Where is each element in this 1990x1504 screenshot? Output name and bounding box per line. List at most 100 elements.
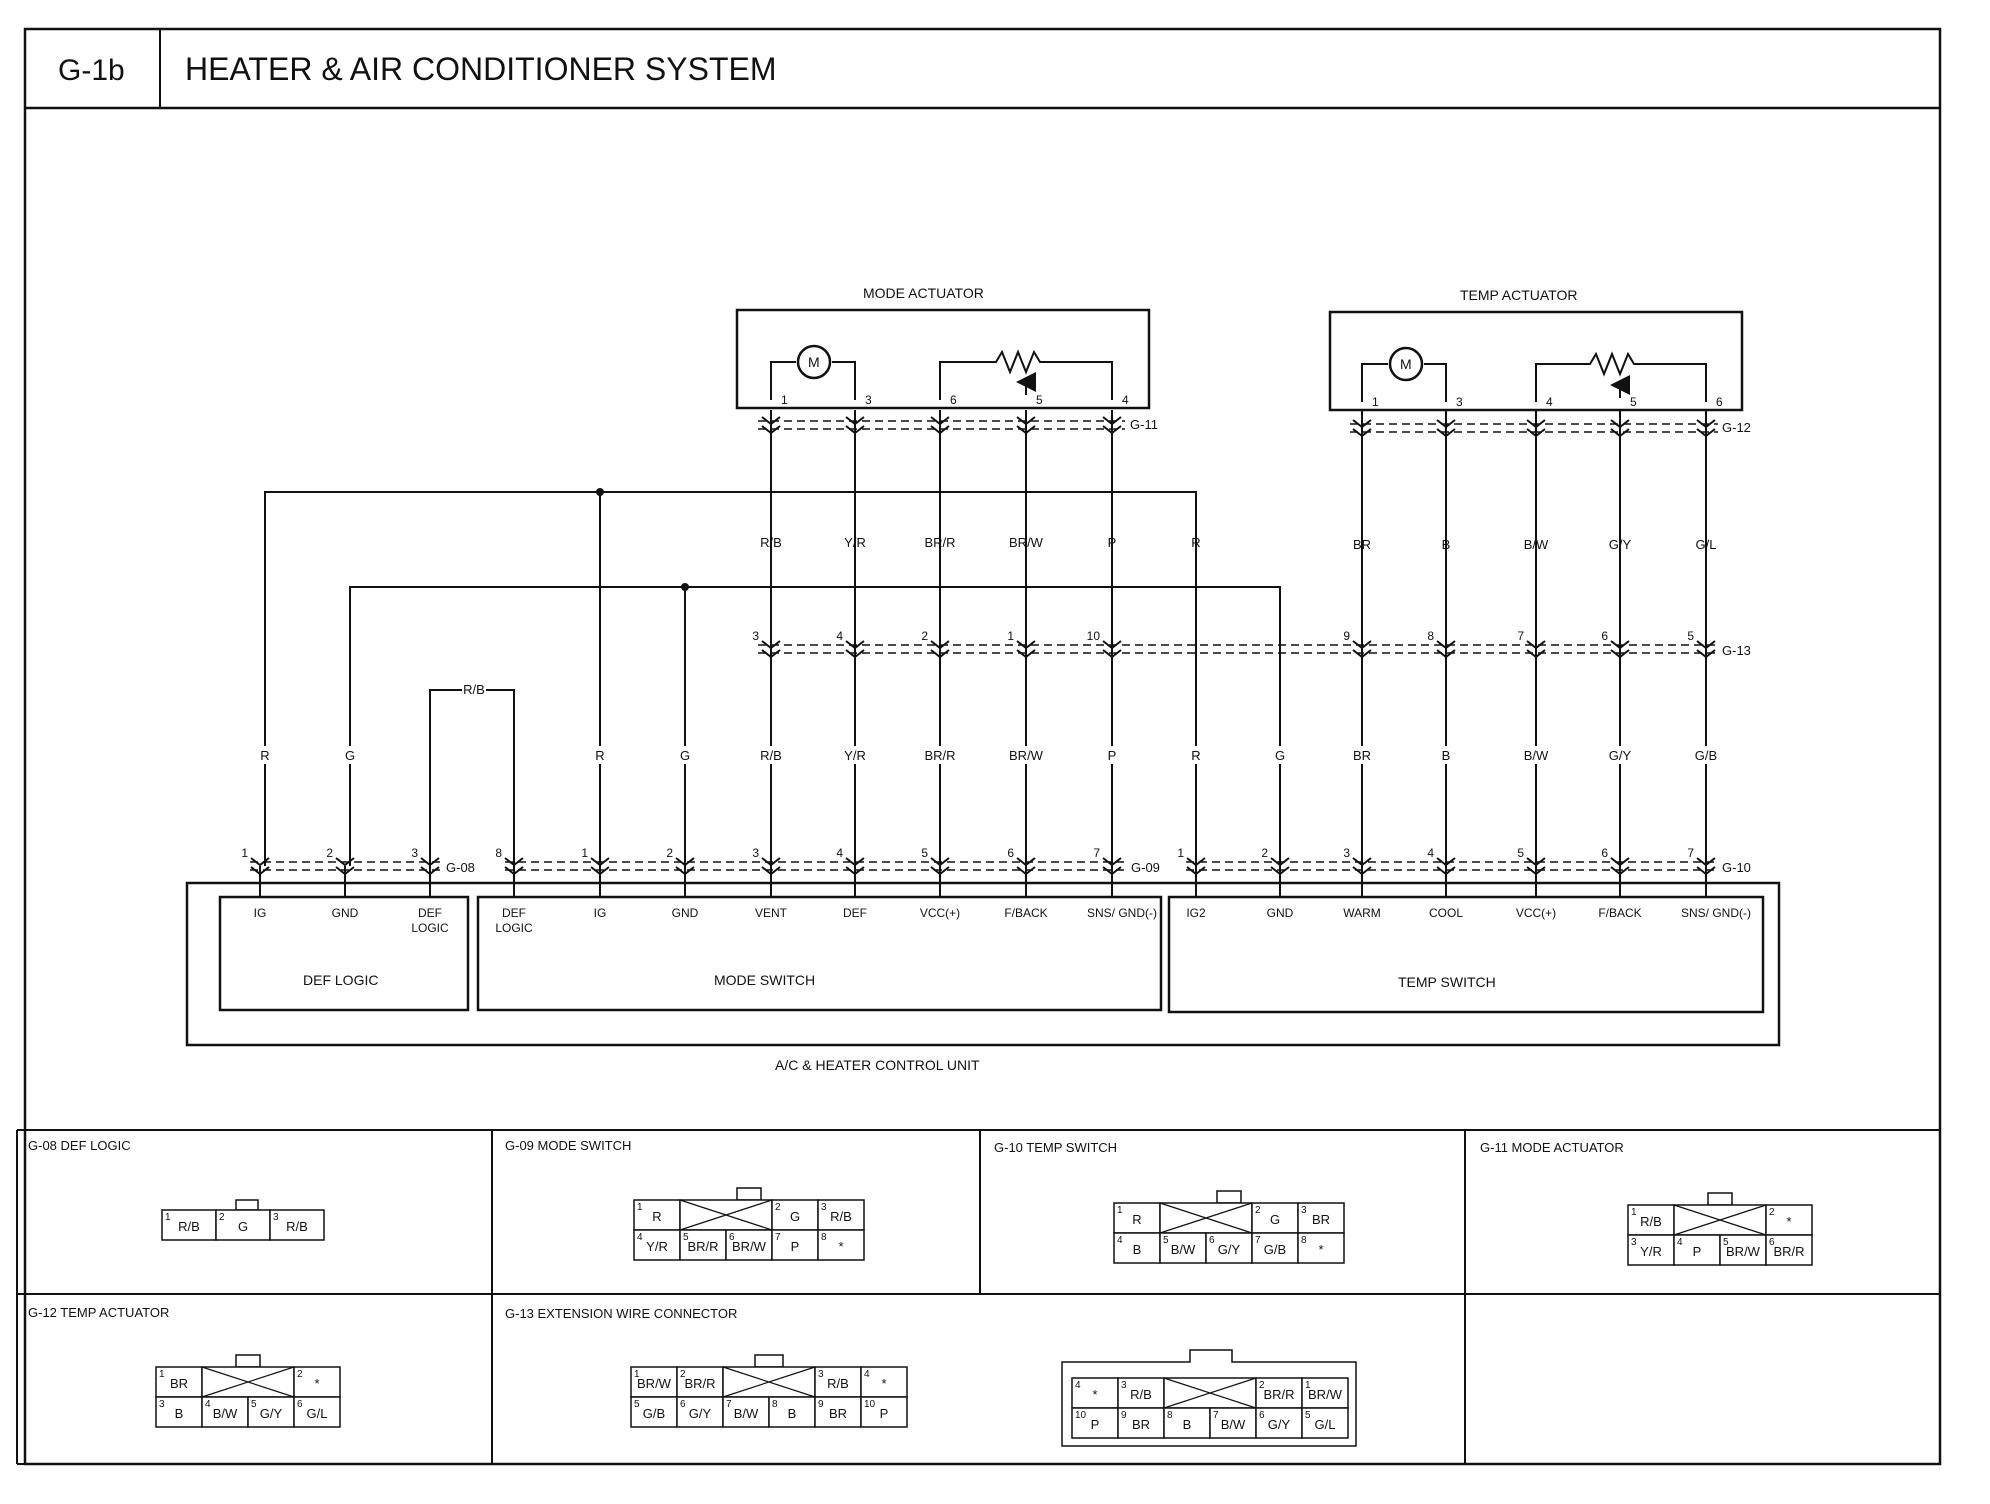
mode-switch-terminal: DEF <box>843 906 867 920</box>
g13-male-cell <box>814 1366 862 1398</box>
g09-cell-color: R/B <box>830 1209 852 1224</box>
g13-female-cell <box>1117 1407 1165 1439</box>
g13-female-cell <box>1071 1407 1119 1439</box>
g11-blank-cross <box>1673 1204 1767 1236</box>
g10-blank-cross <box>1159 1202 1253 1234</box>
g13-pin-number: 4 <box>836 629 843 643</box>
temp-actuator: TEMP ACTUATOR M <box>1328 287 1744 412</box>
g09-cell-number: 7 <box>775 1232 781 1243</box>
g13-pin-8 <box>1436 640 1456 659</box>
g08-cell-number: 1 <box>165 1212 171 1223</box>
g13-male-cell <box>860 1366 908 1398</box>
g11-cell <box>1673 1234 1721 1266</box>
g09-view-title: G-09 MODE SWITCH <box>505 1138 631 1153</box>
g11-cell-number: 1 <box>1631 1207 1637 1218</box>
temp-upper-wire-color: B/W <box>1524 537 1549 552</box>
g12-pin-5 <box>1610 419 1630 438</box>
g13-male-cell-color: BR/R <box>684 1376 715 1391</box>
connector-marks-layer <box>250 416 1718 876</box>
g08-cell <box>215 1209 271 1241</box>
temp-upper-wire-color: G/L <box>1696 537 1717 552</box>
g08-pin-number: 2 <box>326 846 333 860</box>
g12-pin-1 <box>1352 419 1372 438</box>
g08-lock <box>235 1199 259 1211</box>
g13-pin-7 <box>1526 640 1546 659</box>
g12-cell-number: 5 <box>251 1399 257 1410</box>
g13-pin-number: 7 <box>1517 629 1524 643</box>
g13-pin-number: 5 <box>1687 629 1694 643</box>
g09-cell <box>633 1229 681 1261</box>
wire-label-bg <box>1346 746 1378 764</box>
g12-cell-number: 6 <box>297 1399 303 1410</box>
g13-male-cell-color: B <box>788 1406 797 1421</box>
g09-cell-number: 5 <box>683 1232 689 1243</box>
mode-actuator-label: MODE ACTUATOR <box>863 285 984 301</box>
g11-pin-5 <box>1016 416 1036 435</box>
g12-pin-number: 1 <box>1372 395 1379 409</box>
lower-wire-color: G <box>345 748 355 763</box>
g13-male-cell-color: BR <box>829 1406 847 1421</box>
g10-cell-number: 6 <box>1209 1235 1215 1246</box>
g13-female-cell-color: P <box>1091 1417 1100 1432</box>
g12-blank-cross <box>201 1366 295 1398</box>
wire-label-bg <box>1010 746 1042 764</box>
g09-connector-label: G-09 <box>1131 860 1160 875</box>
mode-switch-terminal: F/BACK <box>1004 906 1047 920</box>
g13-female-cell-number: 9 <box>1121 1410 1127 1421</box>
lower-wire-color: G <box>1275 748 1285 763</box>
g10-cell-number: 7 <box>1255 1235 1261 1246</box>
g08-cell-color: G <box>238 1219 248 1234</box>
ig-upper-wire-color: R <box>1191 535 1200 550</box>
g10-cell-number: 3 <box>1301 1205 1307 1216</box>
g12-pin-4 <box>1526 419 1546 438</box>
mode-upper-wire-color: BR/R <box>924 535 955 550</box>
wire-label-bg <box>1690 746 1722 764</box>
control-unit-label: A/C & HEATER CONTROL UNIT <box>775 1057 980 1073</box>
g12-cell-color: * <box>314 1376 319 1391</box>
g11-pin-number: 4 <box>1122 393 1129 407</box>
g09-pin-4 <box>845 857 865 876</box>
def-logic-terminal: DEF <box>418 906 442 920</box>
lower-wire-color: G/B <box>1695 748 1717 763</box>
g10-pin-number: 5 <box>1517 846 1524 860</box>
g10-cell-color: G/B <box>1264 1242 1286 1257</box>
def-logic-terminal: IG <box>254 906 267 920</box>
g10-cell <box>1251 1202 1299 1234</box>
wire-label-bg <box>249 746 281 764</box>
g09-cell <box>725 1229 773 1261</box>
g09-pin-1 <box>590 857 610 876</box>
g13-female-cell-number: 5 <box>1305 1410 1311 1421</box>
lower-wire-color: P <box>1108 748 1117 763</box>
temp-actuator-label: TEMP ACTUATOR <box>1460 287 1577 303</box>
g10-pin-2 <box>1270 857 1290 876</box>
wire-label-bg <box>839 746 871 764</box>
g11-pin-number: 6 <box>950 393 957 407</box>
g10-cell-number: 4 <box>1117 1235 1123 1246</box>
lower-wire-color: BR/W <box>1009 748 1044 763</box>
g13-female-cell-color: G/L <box>1315 1417 1336 1432</box>
g09-cell <box>771 1199 819 1231</box>
g13-female-cell-number: 8 <box>1167 1410 1173 1421</box>
g09-cell-color: Y/R <box>646 1239 668 1254</box>
g10-pin-number: 2 <box>1261 846 1268 860</box>
lower-wire-color: B/W <box>1524 748 1549 763</box>
g12-connector-label: G-12 <box>1722 420 1751 435</box>
lower-wire-color: R <box>595 748 604 763</box>
g11-cell <box>1719 1234 1767 1266</box>
g09-cell-number: 3 <box>821 1202 827 1213</box>
g11-lock <box>1707 1192 1733 1206</box>
temp-switch-terminal: F/BACK <box>1598 906 1641 920</box>
g11-pin-4 <box>1102 416 1122 435</box>
g11-pin-number: 3 <box>865 393 872 407</box>
g13-pin-number: 8 <box>1427 629 1434 643</box>
g10-cell <box>1297 1232 1345 1264</box>
g13-female-cell <box>1117 1377 1165 1409</box>
g12-cell <box>293 1366 341 1398</box>
def-loop-wire <box>486 689 515 866</box>
g10-cell-number: 8 <box>1301 1235 1307 1246</box>
g10-cell <box>1251 1232 1299 1264</box>
g09-pin-number: 3 <box>752 846 759 860</box>
g12-cell-number: 4 <box>205 1399 211 1410</box>
g10-pin-6 <box>1610 857 1630 876</box>
g10-cell-color: * <box>1318 1242 1323 1257</box>
